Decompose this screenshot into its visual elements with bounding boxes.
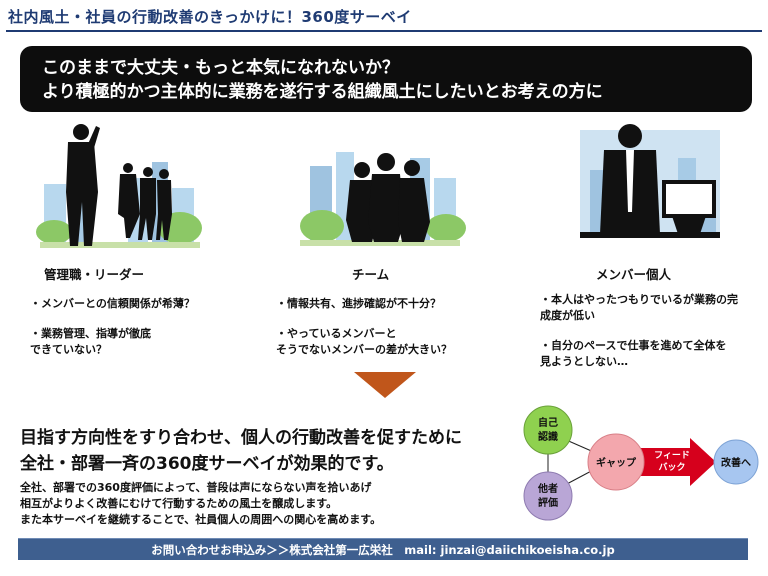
headline-banner: このままで大丈夫・もっと本気になれないか？ より積極的かつ主体的に業務を遂行する… [20,46,752,112]
gap-label: ギャップ [596,456,637,469]
self-recognition-label-1: 自己 [538,416,558,429]
page-title: 社内風土・社員の行動改善のきっかけに！360度サーベイ [8,8,412,26]
other-evaluation-label-1: 他者 [537,482,558,495]
down-arrow-shape [354,372,416,398]
manager-heading: 管理職・リーダー [44,267,145,282]
gap-node [587,433,645,491]
manager-photo [30,122,210,262]
feedback-label-1: フィード [654,450,690,461]
manager-point-2: ・業務管理、指導が徹底 できていない？ [30,327,151,356]
member-point-2: ・自分のペースで仕事を進めて全体を 見ようとしない… [540,339,727,368]
other-evaluation-label-2: 評価 [538,496,558,509]
title-underline [6,30,762,32]
description-line-2: 相互がよりよく改善にむけて行動するための風土を醸成します。 [20,497,338,510]
team-point-2: ・やっているメンバーと そうでないメンバーの差が大きい？ [276,327,452,356]
manager-silhouette-icon [36,124,202,248]
member-point-1: ・本人はやったつもりでいるが業務の完 成度が低い [540,293,738,322]
improvement-label: 改善へ [721,456,751,469]
down-arrow-icon [354,372,416,398]
main-message-line-1: 目指す方向性をすり合わせ、個人の行動改善を促すために [20,428,462,448]
self-recognition-node [523,405,573,455]
member-silhouette-icon [580,124,720,238]
contact-footer[interactable]: お問い合わせお申込み＞＞株式会社第一広栄社 mail: jinzai@daiic… [18,538,748,560]
other-evaluation-node [523,471,573,521]
description-line-1: 全社、部署での360度評価によって、普段は声にならない声を拾いあげ [20,481,372,494]
team-silhouette-icon [300,152,466,246]
team-heading: チーム [352,267,390,282]
self-recognition-label-2: 認識 [538,430,558,443]
description: 全社、部署での360度評価によって、普段は声にならない声を拾いあげ 相互がよりよ… [20,480,381,528]
team-point-1: ・情報共有、進捗確認が不十分？ [276,297,441,310]
manager-point-1: ・メンバーとの信頼関係が希薄？ [30,297,195,310]
feedback-diagram: フィード バック 自己 認識 他者 評価 ギャップ 改善へ [510,402,766,522]
team-photo [290,122,470,262]
banner-line-2: より積極的かつ主体的に業務を遂行する組織風土にしたいとお考えの方に [42,82,603,102]
member-heading: メンバー個人 [596,267,672,282]
main-message: 目指す方向性をすり合わせ、個人の行動改善を促すために 全社・部署一斉の360度サ… [20,425,462,477]
member-photo [560,122,740,262]
main-message-line-2: 全社・部署一斉の360度サーベイが効果的です。 [20,454,394,474]
feedback-label-2: バック [658,462,685,473]
banner-line-1: このままで大丈夫・もっと本気になれないか？ [42,58,399,78]
feedback-arrow-icon [638,438,716,486]
description-line-3: また本サーベイを継続することで、社員個人の周囲への関心を高めます。 [20,513,382,526]
improvement-node [713,439,759,485]
